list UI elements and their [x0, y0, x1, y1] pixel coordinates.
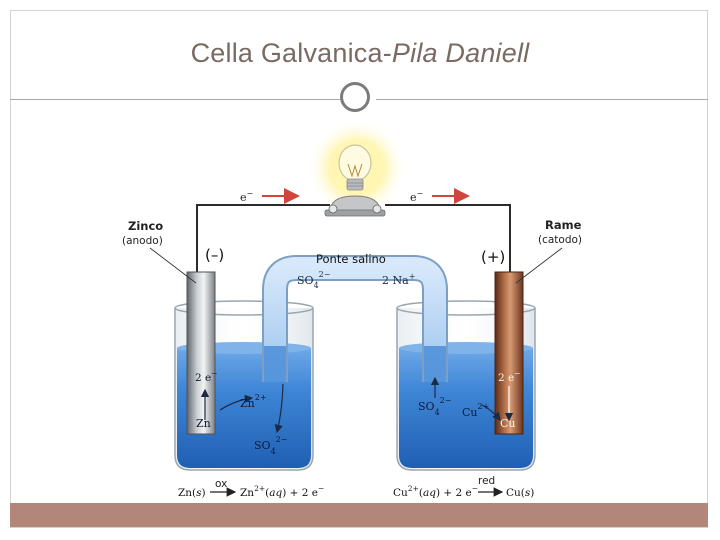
anode-role: (anodo): [122, 235, 163, 247]
right-cu-ion-arrow: [481, 404, 501, 421]
footer-bar: [10, 503, 708, 527]
salt-bridge-label: Ponte salino: [316, 252, 386, 266]
svg-text:Cu(s): Cu(s): [506, 487, 534, 499]
title-rule-right: [376, 99, 708, 100]
cathode-name: Rame: [545, 218, 582, 232]
anode-sign: (–): [205, 246, 224, 264]
bridge-sodium: 2 Na+: [382, 272, 415, 287]
anode-name: Zinco: [128, 219, 163, 233]
left-sulfate: SO42−: [254, 435, 287, 456]
right-cu-ion: Cu2+: [462, 402, 489, 419]
cathode-sign: (+): [481, 248, 505, 266]
svg-text:Zn2+(aq) + 2 e−: Zn2+(aq) + 2 e−: [240, 484, 324, 499]
reduction-equation: Cu2+(aq) + 2 e− Cu(s): [393, 484, 534, 499]
cathode-role: (catodo): [538, 234, 582, 246]
slide-frame: [10, 10, 708, 528]
title-ring-ornament: [340, 82, 370, 112]
oxidation-equation: Zn(s) Zn2+(aq) + 2 e−: [178, 484, 324, 499]
wire-right: [385, 204, 511, 272]
slide-title: Cella Galvanica-Pila Daniell: [0, 38, 720, 69]
left-electrons: 2 e−: [195, 369, 218, 384]
left-zn-ion-arrow: [219, 394, 254, 411]
bridge-sulfate: SO42−: [297, 270, 330, 290]
title-italic: Pila Daniell: [391, 38, 530, 68]
red-label: red: [478, 475, 495, 487]
zinc-electrode: [186, 271, 216, 435]
right-electrons: 2 e−: [498, 369, 521, 384]
svg-text:Cu2+(aq) + 2 e−: Cu2+(aq) + 2 e−: [393, 484, 478, 499]
left-zn: Zn: [196, 417, 211, 430]
wire-left: [196, 204, 330, 272]
right-cu: Cu: [500, 417, 516, 430]
ox-label: ox: [215, 478, 227, 490]
left-sulfate-arrow: [274, 383, 284, 434]
electron-label-right: e−: [410, 189, 423, 204]
anode-leader: [149, 247, 197, 284]
left-zn-ion: Zn2+: [240, 393, 267, 410]
title-rule-left: [10, 99, 340, 100]
title-main: Cella Galvanica-: [190, 38, 392, 68]
electron-label-left: e−: [240, 189, 253, 204]
salt-bridge: [264, 257, 446, 382]
svg-text:Zn(s): Zn(s): [178, 487, 206, 499]
cathode-leader: [515, 247, 563, 284]
light-bulb-icon: [324, 144, 386, 217]
right-sulfate: SO42−: [418, 396, 451, 417]
